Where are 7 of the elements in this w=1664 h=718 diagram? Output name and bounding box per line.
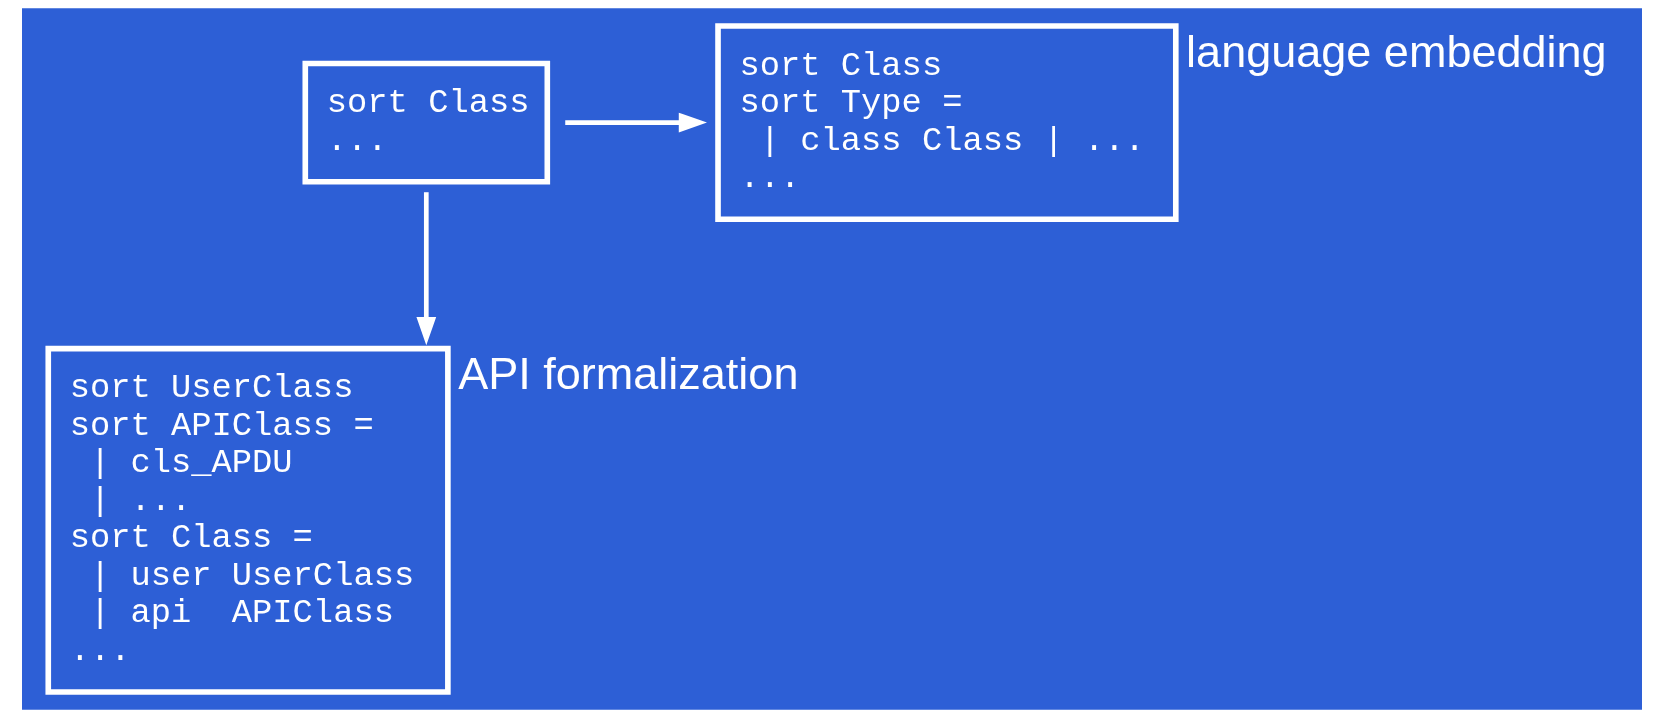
arrow (565, 112, 707, 133)
node-box: sort Class sort Type = | class Class | ... ... (715, 23, 1179, 223)
node-box: sort UserClass sort APIClass = | cls_APDU | ... sort Class = | user UserClass | api APIClass ... (45, 345, 451, 695)
node-label: language embedding (1186, 25, 1607, 77)
node-box: sort Class ... (302, 60, 551, 185)
arrow (416, 192, 437, 346)
node-label: API formalization (458, 348, 799, 400)
